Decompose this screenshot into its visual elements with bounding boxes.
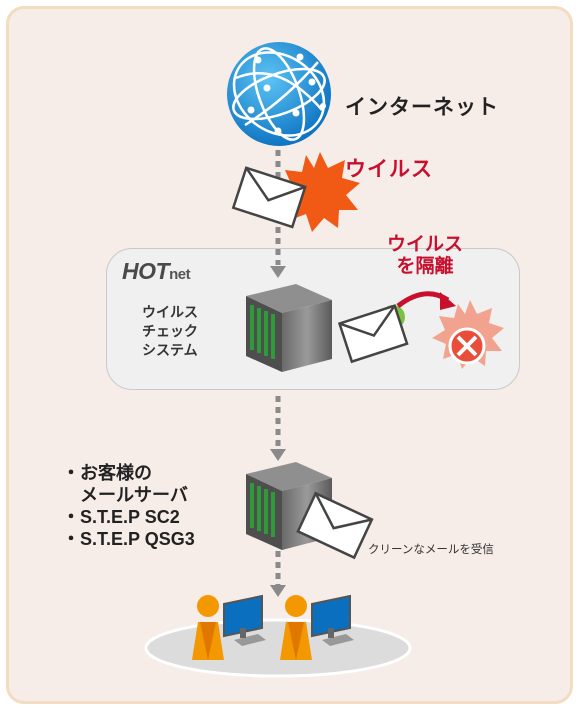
globe-icon bbox=[227, 42, 331, 146]
computer-icon bbox=[223, 594, 266, 646]
person-icon bbox=[192, 595, 224, 660]
flow-arrow-3 bbox=[270, 540, 286, 597]
server-list-item: ・S.T.E.P QSG3 bbox=[62, 529, 195, 549]
server-list-item: ・S.T.E.P SC2 bbox=[62, 507, 180, 527]
server-list: ・お客様の メールサーバ ・S.T.E.P SC2 ・S.T.E.P QSG3 bbox=[62, 462, 195, 550]
server-list-item: メールサーバ bbox=[62, 485, 188, 505]
quarantined-virus-icon bbox=[432, 300, 504, 369]
computer-icon bbox=[311, 594, 354, 646]
server-list-item: ・お客様の bbox=[62, 463, 152, 483]
hotnet-logo-suffix: net bbox=[169, 266, 191, 283]
hotnet-logo-brand: HOT bbox=[122, 258, 170, 284]
redirect-arrow bbox=[396, 291, 456, 310]
server-icon bbox=[246, 284, 332, 372]
isolate-virus-label: ウイルス を隔離 bbox=[386, 234, 463, 277]
clean-mail-label: クリーンなメールを受信 bbox=[368, 544, 494, 556]
envelope-icon bbox=[337, 304, 409, 364]
hotnet-logo: HOTnet bbox=[122, 258, 191, 285]
flow-arrow-2 bbox=[270, 396, 286, 461]
internet-label: インターネット bbox=[345, 96, 499, 119]
virus-label: ウイルス bbox=[345, 158, 433, 181]
envelope-icon bbox=[296, 491, 374, 560]
virus-check-system-label: ウイルス チェック システム bbox=[142, 304, 198, 358]
users-platform bbox=[144, 618, 412, 678]
person-icon bbox=[280, 595, 312, 660]
envelope-icon bbox=[231, 166, 307, 229]
